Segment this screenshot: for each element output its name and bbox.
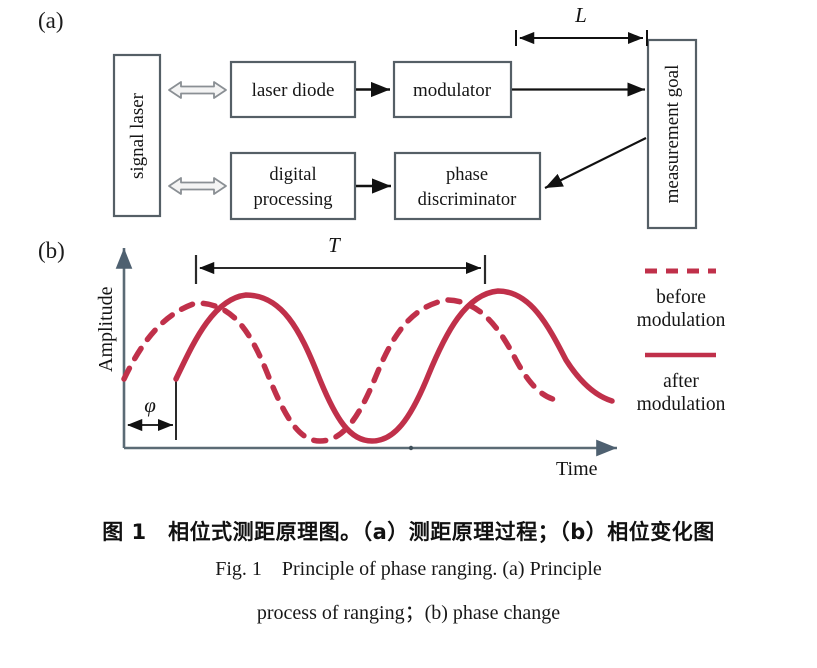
dimension-T: T (194, 233, 487, 284)
box-measurement-goal-label: measurement goal (662, 65, 683, 204)
legend-label-after-line2: modulation (637, 394, 726, 415)
legend-label-after-line1: after (663, 371, 699, 392)
block-diagram-panel-a: signal laser laser diode modulator digit… (112, 3, 698, 230)
x-axis-tick (408, 445, 414, 451)
box-signal-laser-label: signal laser (127, 92, 148, 179)
legend-item-after-modulation: after modulation (637, 352, 726, 415)
waveform-panel-b: Amplitude Time T φ (95, 233, 726, 480)
dimension-phi: φ (127, 380, 177, 440)
box-laser-diode-label: laser diode (252, 80, 335, 101)
caption-english-line1: Fig. 1 Principle of phase ranging. (a) P… (215, 558, 602, 580)
double-arrow-icon-processing (168, 177, 227, 195)
box-signal-laser[interactable]: signal laser (112, 53, 162, 218)
box-digital-processing-label-line2: processing (253, 190, 332, 210)
dimension-L: L (515, 3, 648, 46)
dimension-L-label: L (574, 3, 587, 27)
figure-svg: signal laser laser diode modulator digit… (95, 3, 726, 480)
arrow-goal-to-discriminator (544, 137, 647, 189)
box-modulator[interactable]: modulator (392, 60, 513, 119)
y-axis-label: Amplitude (95, 286, 117, 372)
box-measurement-goal[interactable]: measurement goal (646, 38, 698, 230)
double-arrow-icon-laser (168, 81, 227, 99)
legend-item-before-modulation: before modulation (637, 268, 726, 331)
box-laser-diode[interactable]: laser diode (229, 60, 357, 119)
legend: before modulation after modulation (637, 268, 726, 415)
panel-b-label: (b) (38, 238, 65, 263)
dimension-phi-label: φ (144, 393, 156, 417)
x-axis-label: Time (556, 458, 598, 480)
curve-after-modulation (173, 288, 615, 444)
box-digital-processing[interactable]: digital processing (229, 151, 357, 221)
box-phase-discriminator-label-line2: discriminator (418, 190, 517, 210)
panel-a-label: (a) (38, 8, 64, 33)
box-phase-discriminator[interactable]: phase discriminator (393, 151, 542, 221)
dimension-T-label: T (328, 233, 341, 257)
caption-chinese: 图 1 相位式测距原理图。（a）测距原理过程；（b）相位变化图 (102, 520, 715, 544)
caption-english-line2: process of ranging；(b) phase change (256, 602, 561, 624)
box-digital-processing-label-line1: digital (269, 165, 316, 185)
curve-before-modulation (121, 297, 559, 444)
box-phase-discriminator-label-line1: phase (446, 165, 488, 185)
legend-label-before-line2: modulation (637, 310, 726, 331)
legend-label-before-line1: before (656, 287, 706, 308)
box-modulator-label: modulator (413, 80, 492, 101)
